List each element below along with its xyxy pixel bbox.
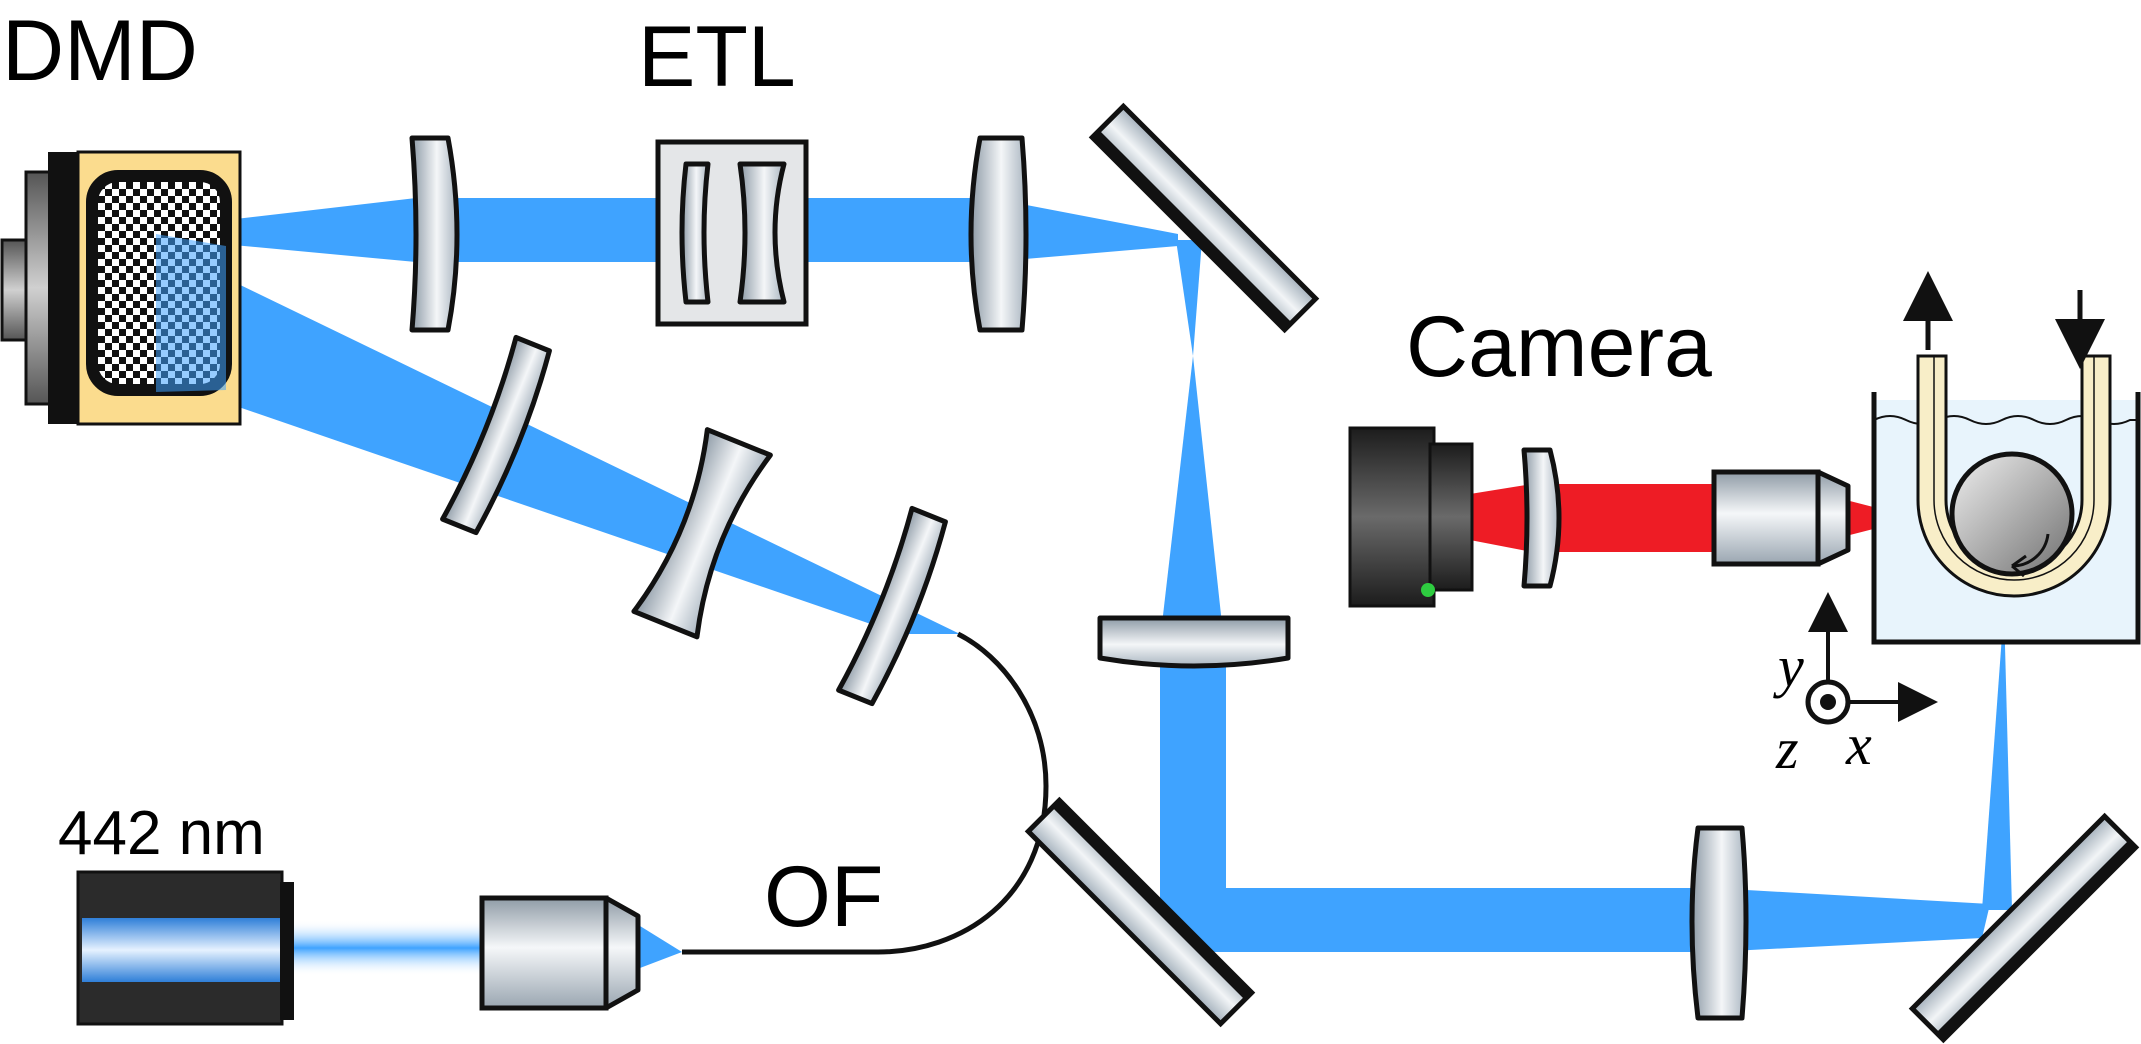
- beam-mirror-down-1: [1176, 240, 1202, 356]
- blue-beams: [158, 198, 2012, 976]
- coordinate-axes: y z x: [1773, 592, 1938, 781]
- imaging-objective: [1711, 469, 1851, 567]
- beam-lens-to-objective: [1532, 484, 1718, 552]
- mirror-bottom-left: [1024, 796, 1256, 1028]
- beam-lens-to-mirror-right: [1712, 888, 1990, 952]
- tilted-lens-1: [440, 334, 552, 536]
- fiber-coupling-objective: [479, 895, 641, 1011]
- label-dmd: DMD: [2, 3, 198, 99]
- lens-2: [968, 135, 1029, 333]
- lens-3-bottom-right: [1689, 825, 1749, 1021]
- beam-mirror-down-2: [1162, 356, 1222, 624]
- beam-laser-out: [285, 920, 485, 976]
- beam-dmd-to-fiber: [160, 246, 960, 634]
- beam-bottom-horizontal: [1160, 888, 1712, 952]
- horizontal-lens: [1097, 615, 1291, 669]
- camera: [1348, 426, 1474, 608]
- beam-objective-to-fiber: [640, 926, 682, 968]
- beam-mirror-to-sample: [1982, 608, 2012, 910]
- axis-label-y: y: [1773, 634, 1804, 699]
- axis-label-z: z: [1775, 716, 1799, 781]
- label-camera: Camera: [1406, 299, 1712, 395]
- beam-camera-to-lens: [1470, 484, 1532, 552]
- sample-cuvette: [1871, 271, 2141, 645]
- tilted-lens-3: [836, 505, 948, 707]
- mirror-top: [1088, 102, 1320, 334]
- component-labels: DMD ETL Camera 442 nm OF: [2, 3, 1712, 945]
- camera-tube-lens: [1521, 447, 1562, 589]
- label-laser: 442 nm: [58, 799, 265, 868]
- sample-sphere: [1949, 451, 2075, 577]
- beam-lens-to-mirror: [990, 198, 1178, 262]
- axis-label-x: x: [1845, 712, 1872, 777]
- z-axis-dot: [1820, 694, 1836, 710]
- label-fiber: OF: [764, 849, 883, 945]
- dmd-device: [0, 150, 242, 426]
- laser-442: [76, 870, 294, 1026]
- beam-dmd-to-lens1: [158, 198, 416, 262]
- beam-vertical-collimated: [1160, 640, 1226, 930]
- tilted-lens-2: [631, 427, 773, 640]
- label-etl: ETL: [638, 9, 796, 105]
- mirror-bottom-right: [1908, 812, 2140, 1044]
- etl-lens: [655, 139, 809, 327]
- lens-1: [409, 135, 460, 333]
